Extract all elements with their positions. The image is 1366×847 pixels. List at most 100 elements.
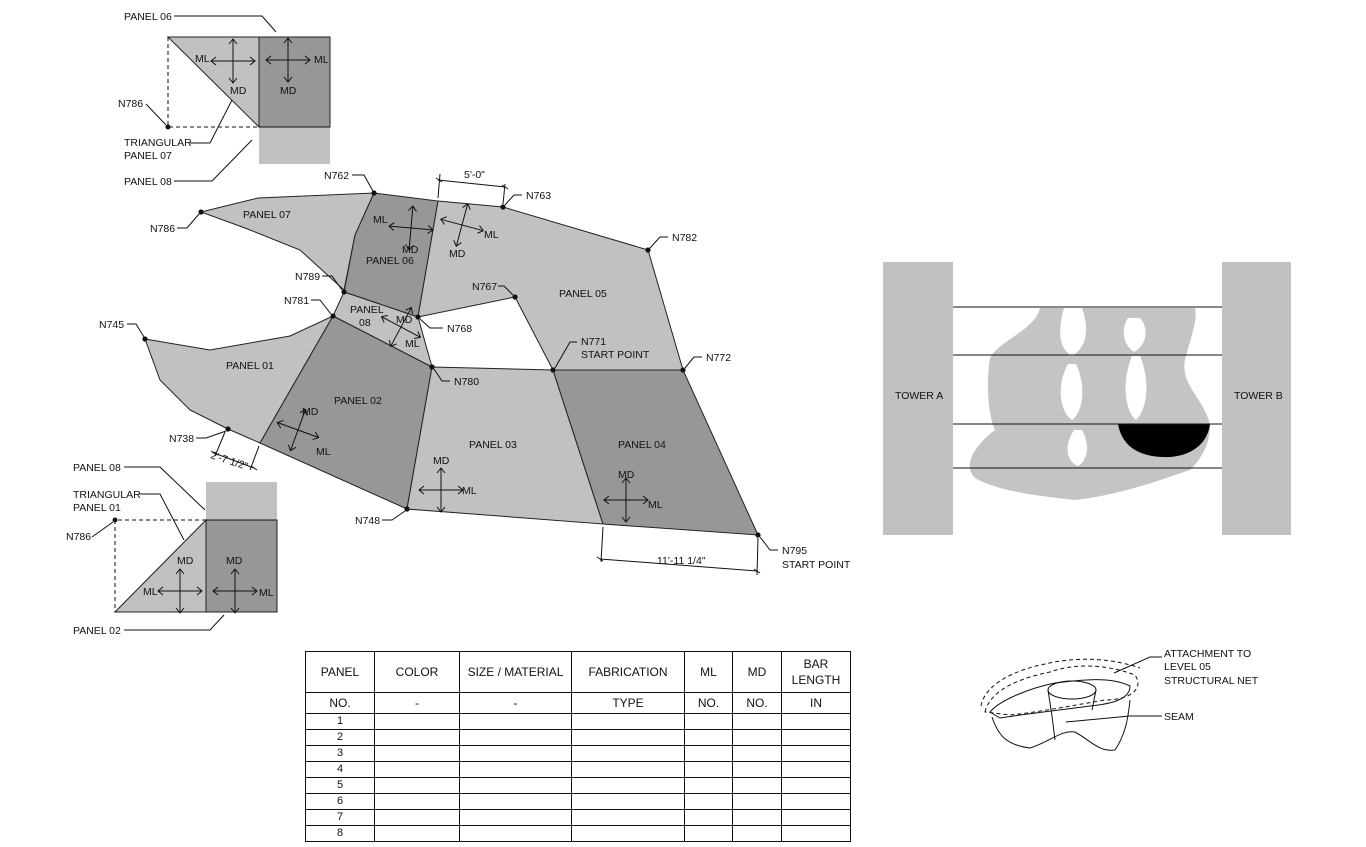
iso-seam: SEAM	[1164, 711, 1194, 723]
schedule-panel-no: 6	[305, 793, 375, 810]
dimension-left: 2'-7 1/2"	[209, 449, 250, 472]
schedule-sub-size: -	[459, 692, 572, 714]
detail-top-node-n786: N786	[118, 98, 143, 110]
dimension-top: 5'-0"	[464, 169, 485, 181]
label-panel-08: PANEL 08	[124, 176, 172, 188]
node-n762: N762	[324, 170, 349, 182]
panel-01-label: PANEL 01	[226, 360, 274, 372]
panel-06-label: PANEL 06	[366, 255, 414, 267]
panel-03-label: PANEL 03	[469, 439, 517, 451]
iso-attach-l2: LEVEL 05	[1164, 661, 1211, 673]
node-n795-start: START POINT	[782, 559, 851, 571]
ml-label-p05: ML	[484, 229, 499, 241]
schedule-panel-no: 5	[305, 777, 375, 794]
schedule-panel-no: 2	[305, 729, 375, 746]
table-row: 1	[305, 713, 851, 730]
panel-08-label-l1: PANEL	[350, 304, 384, 316]
node-n738: N738	[169, 433, 194, 445]
label-panel-02: PANEL 02	[73, 625, 121, 637]
md-label-p06: MD	[402, 244, 419, 256]
label-triangular-panel-01-l2: PANEL 01	[73, 502, 121, 514]
node-n780: N780	[454, 376, 479, 388]
schedule-header-size: SIZE / MATERIAL	[459, 651, 572, 693]
detail-bottom-ml-1: ML	[143, 586, 158, 598]
schedule-header-panel: PANEL	[305, 651, 375, 693]
node-n768: N768	[447, 323, 472, 335]
panel-05	[417, 200, 684, 371]
md-label-p02: MD	[302, 406, 319, 418]
panel-04-label: PANEL 04	[618, 439, 666, 451]
panel-02-label: PANEL 02	[334, 395, 382, 407]
schedule-sub-ml: NO.	[684, 692, 733, 714]
schedule-header-md: MD	[732, 651, 782, 693]
schedule-subheader-row: NO. - - TYPE NO. NO. IN	[305, 692, 851, 714]
node-n781: N781	[284, 295, 309, 307]
detail-triangle-panel-07	[166, 36, 260, 129]
node-n771: N771	[581, 336, 606, 348]
net-sculpture-silhouette	[969, 308, 1210, 500]
table-row: 5	[305, 777, 851, 794]
md-label-p03: MD	[433, 455, 450, 467]
table-row: 7	[305, 809, 851, 826]
ml-label-p04: ML	[648, 499, 663, 511]
detail-bottom-md-2: MD	[226, 555, 243, 567]
table-row: 2	[305, 729, 851, 746]
node-n782: N782	[672, 232, 697, 244]
panel-08-label-l2: 08	[359, 317, 371, 329]
table-row: 6	[305, 793, 851, 810]
detail-top-ml-2: ML	[314, 54, 329, 66]
node-n748: N748	[355, 515, 380, 527]
node-n795: N795	[782, 545, 807, 557]
schedule-sub-fabrication: TYPE	[571, 692, 685, 714]
detail-panel-08	[259, 127, 330, 164]
schedule-sub-color: -	[374, 692, 460, 714]
iso-attach-l1: ATTACHMENT TO	[1164, 648, 1251, 660]
iso-sketch: ATTACHMENT TO LEVEL 05 STRUCTURAL NET SE…	[980, 648, 1259, 751]
label-triangular-panel-07-l2: PANEL 07	[124, 150, 172, 162]
table-row: 4	[305, 761, 851, 778]
table-row: 3	[305, 745, 851, 762]
ml-label-p03: ML	[462, 485, 477, 497]
ml-label-p08: ML	[405, 338, 420, 350]
detail-bottom-md-1: MD	[177, 555, 194, 567]
md-label-p05: MD	[449, 248, 466, 260]
detail-bottom-ml-2: ML	[259, 587, 274, 599]
label-triangular-panel-07-l1: TRIANGULAR	[124, 137, 192, 149]
schedule-header-bar-length: BAR LENGTH	[781, 651, 851, 693]
label-panel-06: PANEL 06	[124, 11, 172, 23]
ml-label-p02: ML	[316, 446, 331, 458]
node-n767: N767	[472, 281, 497, 293]
panel-map: ML MD ML MD MD ML MD ML MD ML MD ML PANE…	[99, 169, 851, 576]
ml-label-p06: ML	[373, 214, 388, 226]
md-label-p04: MD	[618, 469, 635, 481]
detail-panel-02	[205, 519, 278, 613]
node-n763: N763	[526, 190, 551, 202]
tower-b-label: TOWER B	[1234, 390, 1283, 402]
detail-panel-08-b	[206, 482, 277, 520]
panel-05-label: PANEL 05	[559, 288, 607, 300]
schedule-panel-no: 7	[305, 809, 375, 826]
detail-bottom: MD ML MD ML PANEL 08 TRIANGULAR PANEL 01…	[66, 462, 278, 637]
iso-attach-l3: STRUCTURAL NET	[1164, 675, 1259, 687]
dimension-bottom: 11'-11 1/4"	[657, 555, 706, 567]
schedule-header-row: PANEL COLOR SIZE / MATERIAL FABRICATION …	[305, 651, 851, 693]
detail-panel-06	[258, 36, 331, 128]
detail-top-md-1: MD	[230, 85, 247, 97]
table-row: 8	[305, 825, 851, 842]
tower-a	[883, 262, 953, 535]
tower-elevation: TOWER A TOWER B	[883, 262, 1291, 535]
node-n745: N745	[99, 319, 124, 331]
detail-top-md-2: MD	[280, 85, 297, 97]
schedule-panel-no: 1	[305, 713, 375, 730]
schedule-panel-no: 4	[305, 761, 375, 778]
tower-a-label: TOWER A	[895, 390, 943, 402]
schedule-sub-md: NO.	[732, 692, 782, 714]
node-n789: N789	[295, 271, 320, 283]
schedule-header-fabrication: FABRICATION	[571, 651, 685, 693]
black-panel	[1118, 424, 1210, 458]
detail-top-ml-1: ML	[195, 53, 210, 65]
panel-schedule-table: PANEL COLOR SIZE / MATERIAL FABRICATION …	[305, 651, 851, 842]
schedule-header-ml: ML	[684, 651, 733, 693]
detail-bottom-node-n786: N786	[66, 531, 91, 543]
